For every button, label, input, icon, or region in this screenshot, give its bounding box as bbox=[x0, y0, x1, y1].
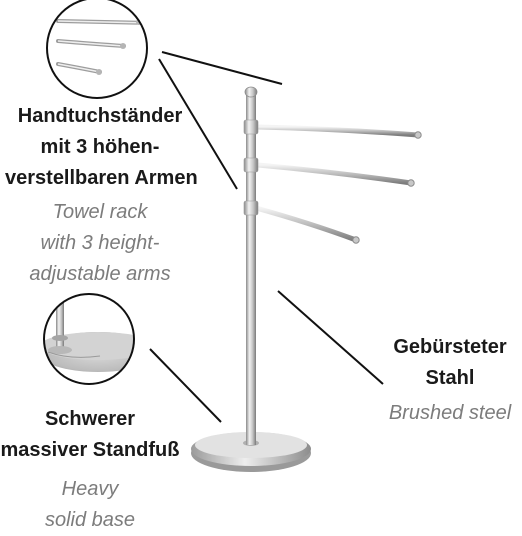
base-detail-circle bbox=[43, 293, 135, 385]
rack-base bbox=[191, 432, 311, 472]
arms-label-german: Handtuchständer mit 3 höhen- verstellbar… bbox=[5, 101, 198, 194]
arms-label-english-line-3: adjustable arms bbox=[29, 263, 171, 285]
base-label-german: Schwerer massiver Standfuß bbox=[0, 404, 180, 466]
leader-line-steel bbox=[277, 290, 384, 385]
base-label-english-line-2: solid base bbox=[44, 509, 136, 531]
rack-pole bbox=[243, 86, 259, 445]
arms-label-german-line-1: Handtuchständer bbox=[17, 105, 183, 127]
base-label-english: Heavy solid base bbox=[0, 474, 180, 536]
arms-label-english-line-2: with 3 height- bbox=[40, 232, 160, 254]
steel-label-english-line-1: Brushed steel bbox=[388, 402, 512, 424]
arms-label-english: Towel rack with 3 height- adjustable arm… bbox=[5, 197, 195, 290]
leader-lines bbox=[149, 51, 384, 423]
leader-line-arms-top bbox=[161, 51, 283, 85]
arms-detail-circle bbox=[46, 0, 148, 99]
steel-label-english: Brushed steel bbox=[380, 398, 520, 429]
arms-label-german-line-2: mit 3 höhen- bbox=[40, 136, 160, 158]
steel-label-german-line-2: Stahl bbox=[425, 367, 475, 389]
base-label-german-line-1: Schwerer bbox=[44, 408, 136, 430]
steel-label-german: Gebürsteter Stahl bbox=[380, 332, 520, 394]
rack-arms bbox=[253, 124, 422, 244]
arms-label-german-line-3: verstellbaren Armen bbox=[5, 167, 198, 189]
arms-label-english-line-1: Towel rack bbox=[52, 201, 148, 223]
base-label-german-line-2: massiver Standfuß bbox=[0, 439, 180, 461]
steel-label-german-line-1: Gebürsteter bbox=[393, 336, 507, 358]
base-label-english-line-1: Heavy bbox=[61, 478, 119, 500]
leader-line-base bbox=[149, 348, 222, 423]
leader-line-arms-pole bbox=[158, 58, 238, 190]
